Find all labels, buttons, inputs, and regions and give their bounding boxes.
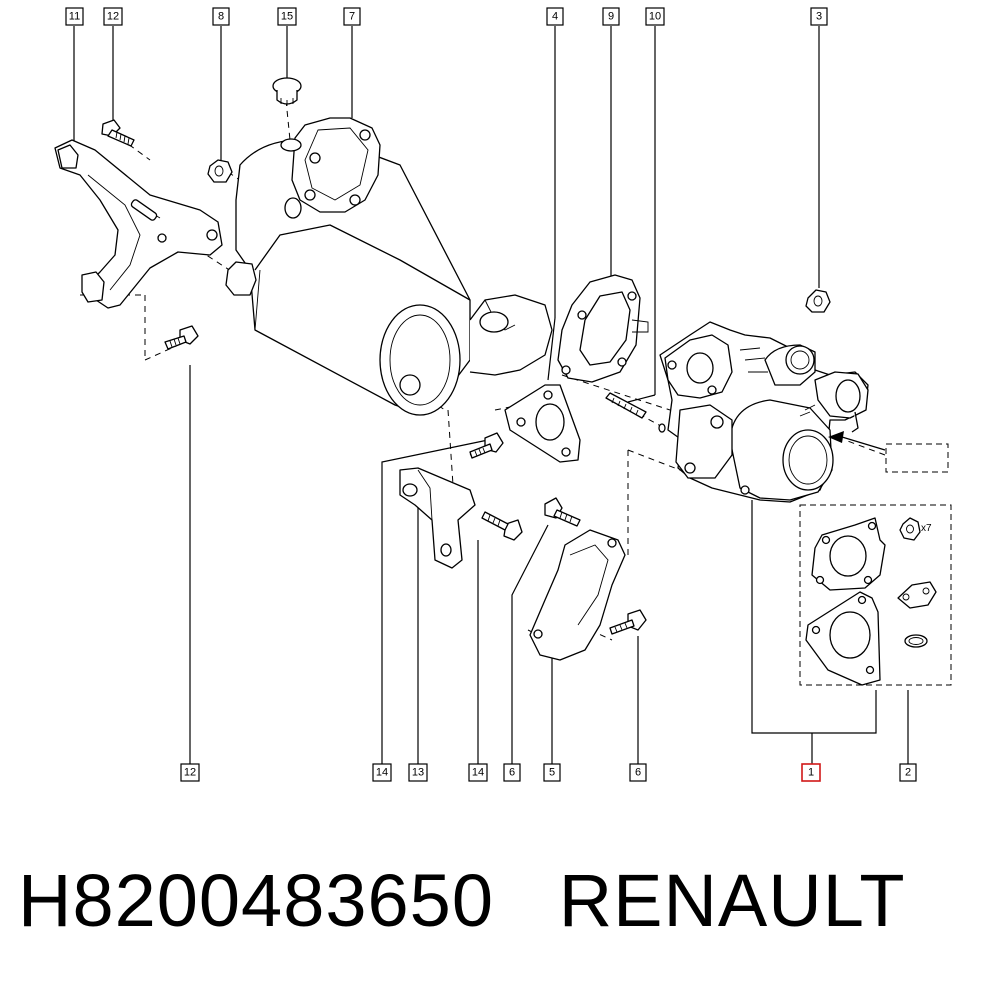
- bracket-13: [399, 467, 476, 569]
- callout-10: 10: [645, 7, 665, 26]
- callout-12-lower: 12: [180, 763, 200, 782]
- callout-6-left: 6: [503, 763, 521, 782]
- svg-text:2: 2: [905, 767, 911, 779]
- callout-5: 5: [543, 763, 561, 782]
- svg-text:12: 12: [184, 767, 196, 779]
- callout-9: 9: [602, 7, 620, 26]
- callout-4: 4: [546, 7, 564, 26]
- svg-text:10: 10: [649, 11, 661, 23]
- callout-14-right: 14: [468, 763, 488, 782]
- svg-text:9: 9: [608, 11, 614, 23]
- reference-box: [885, 443, 949, 473]
- inlet-arrow: [828, 431, 886, 451]
- callout-11-upper: 11: [65, 7, 84, 26]
- svg-text:12: 12: [107, 11, 119, 23]
- svg-text:13: 13: [412, 767, 424, 779]
- nut-3: [805, 289, 831, 313]
- callout-1: 1: [801, 763, 821, 782]
- bolt-14-lower: [481, 511, 523, 541]
- bolt-6-upper: [544, 497, 581, 527]
- bolt-6-lower: [609, 609, 647, 635]
- svg-text:5: 5: [549, 767, 555, 779]
- catalytic-converter-7: [225, 117, 553, 416]
- support-bracket-5: [529, 529, 626, 661]
- gasket-9: [557, 274, 649, 383]
- callout-13: 13: [408, 763, 428, 782]
- turbocharger-1: [659, 321, 869, 503]
- bolt-14-upper: [469, 432, 504, 459]
- svg-text:6: 6: [509, 767, 515, 779]
- svg-text:4: 4: [552, 11, 558, 23]
- part-caption: H8200483650 RENAULT: [18, 858, 906, 943]
- svg-text:7: 7: [349, 11, 355, 23]
- callout-6-right: 6: [629, 763, 647, 782]
- svg-text:11: 11: [69, 11, 80, 23]
- plug-15: [272, 77, 302, 106]
- svg-text:1: 1: [808, 767, 814, 779]
- svg-text:6: 6: [635, 767, 641, 779]
- leader-lines: [73, 26, 909, 764]
- svg-text:15: 15: [281, 11, 293, 23]
- support-bracket-11: [54, 139, 223, 309]
- part-number: H8200483650: [18, 859, 494, 942]
- callout-8: 8: [212, 7, 230, 26]
- svg-text:14: 14: [376, 767, 388, 779]
- callout-3: 3: [810, 7, 828, 26]
- callout-15: 15: [277, 7, 297, 26]
- brand-name: RENAULT: [558, 859, 906, 942]
- callout-12-upper: 12: [103, 7, 123, 26]
- bolt-12-upper: [101, 119, 135, 147]
- svg-text:8: 8: [218, 11, 224, 23]
- kit-quantity-note: x7: [921, 523, 932, 534]
- callout-2: 2: [899, 763, 917, 782]
- callout-14-left: 14: [372, 763, 392, 782]
- svg-text:3: 3: [816, 11, 822, 23]
- callout-7: 7: [343, 7, 361, 26]
- svg-text:14: 14: [472, 767, 484, 779]
- gasket-4: [504, 384, 581, 463]
- bolt-12-lower: [164, 325, 199, 350]
- gasket-kit-2: [799, 504, 952, 686]
- stud-10: [605, 392, 666, 433]
- nut-8: [207, 159, 233, 183]
